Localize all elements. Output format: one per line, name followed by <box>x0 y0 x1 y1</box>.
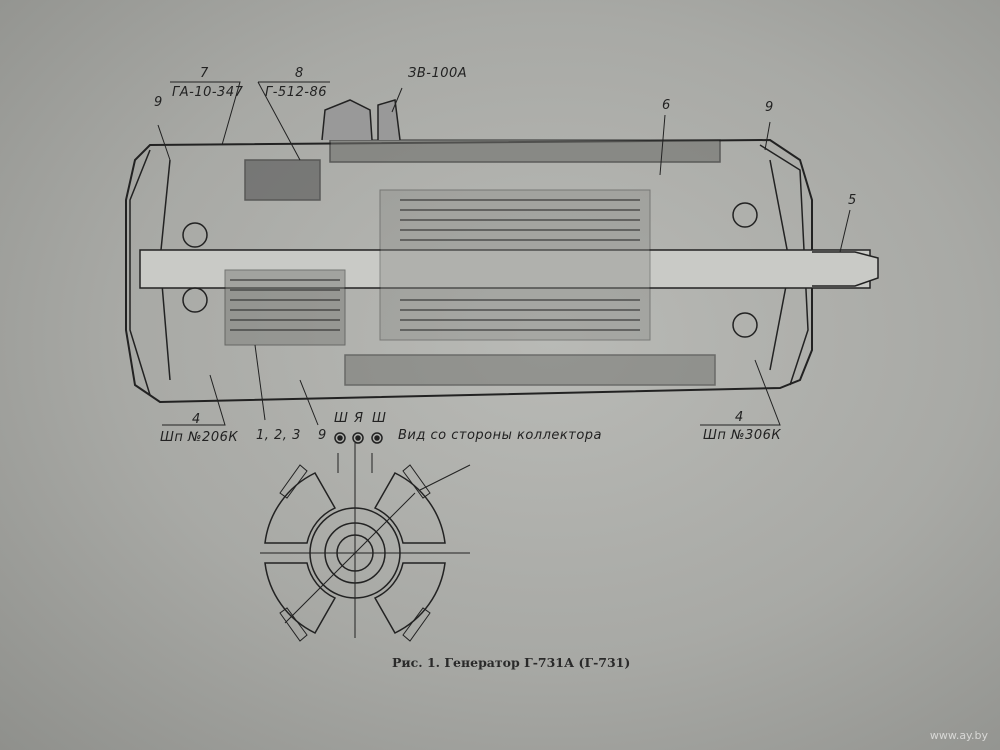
left-bearing-lower <box>182 287 208 313</box>
label-collector-view: Вид со стороны коллектора <box>398 428 603 443</box>
label-4-right-code: Шп №306К <box>703 428 782 443</box>
left-bearing <box>182 222 208 248</box>
leader-lines <box>157 81 851 491</box>
label-6: 6 <box>662 98 671 113</box>
generator-housing <box>125 138 813 404</box>
brush-holder <box>244 159 321 201</box>
watermark: www.ay.by <box>929 729 988 742</box>
label-7: 7 <box>200 66 209 81</box>
armature-core <box>224 189 651 346</box>
label-4-right: 4 <box>735 410 744 425</box>
right-bearing <box>732 202 758 228</box>
label-9-left: 9 <box>154 95 163 110</box>
label-8: 8 <box>295 66 304 81</box>
label-9-right: 9 <box>765 100 774 115</box>
label-9-bottom: 9 <box>318 428 327 443</box>
label-1-2-3: 1, 2, 3 <box>256 428 301 443</box>
label-4-left: 4 <box>192 412 201 427</box>
label-5: 5 <box>848 193 857 208</box>
right-bearing-lower <box>732 312 758 338</box>
label-8-code: Г-512-86 <box>265 85 327 100</box>
label-zv: ЗВ-100А <box>408 66 468 81</box>
collector-view <box>260 443 470 642</box>
terminal-label-sh2: Ш <box>372 411 387 426</box>
figure-caption: Рис. 1. Генератор Г-731А (Г-731) <box>392 655 631 670</box>
top-terminal <box>321 99 401 141</box>
terminal-label-sh1: Ш <box>334 411 349 426</box>
label-7-code: ГА-10-347 <box>172 85 244 100</box>
label-4-left-code: Шп №206К <box>160 430 239 445</box>
terminal-label-ya: Я <box>354 411 364 426</box>
terminal-studs <box>334 432 383 444</box>
